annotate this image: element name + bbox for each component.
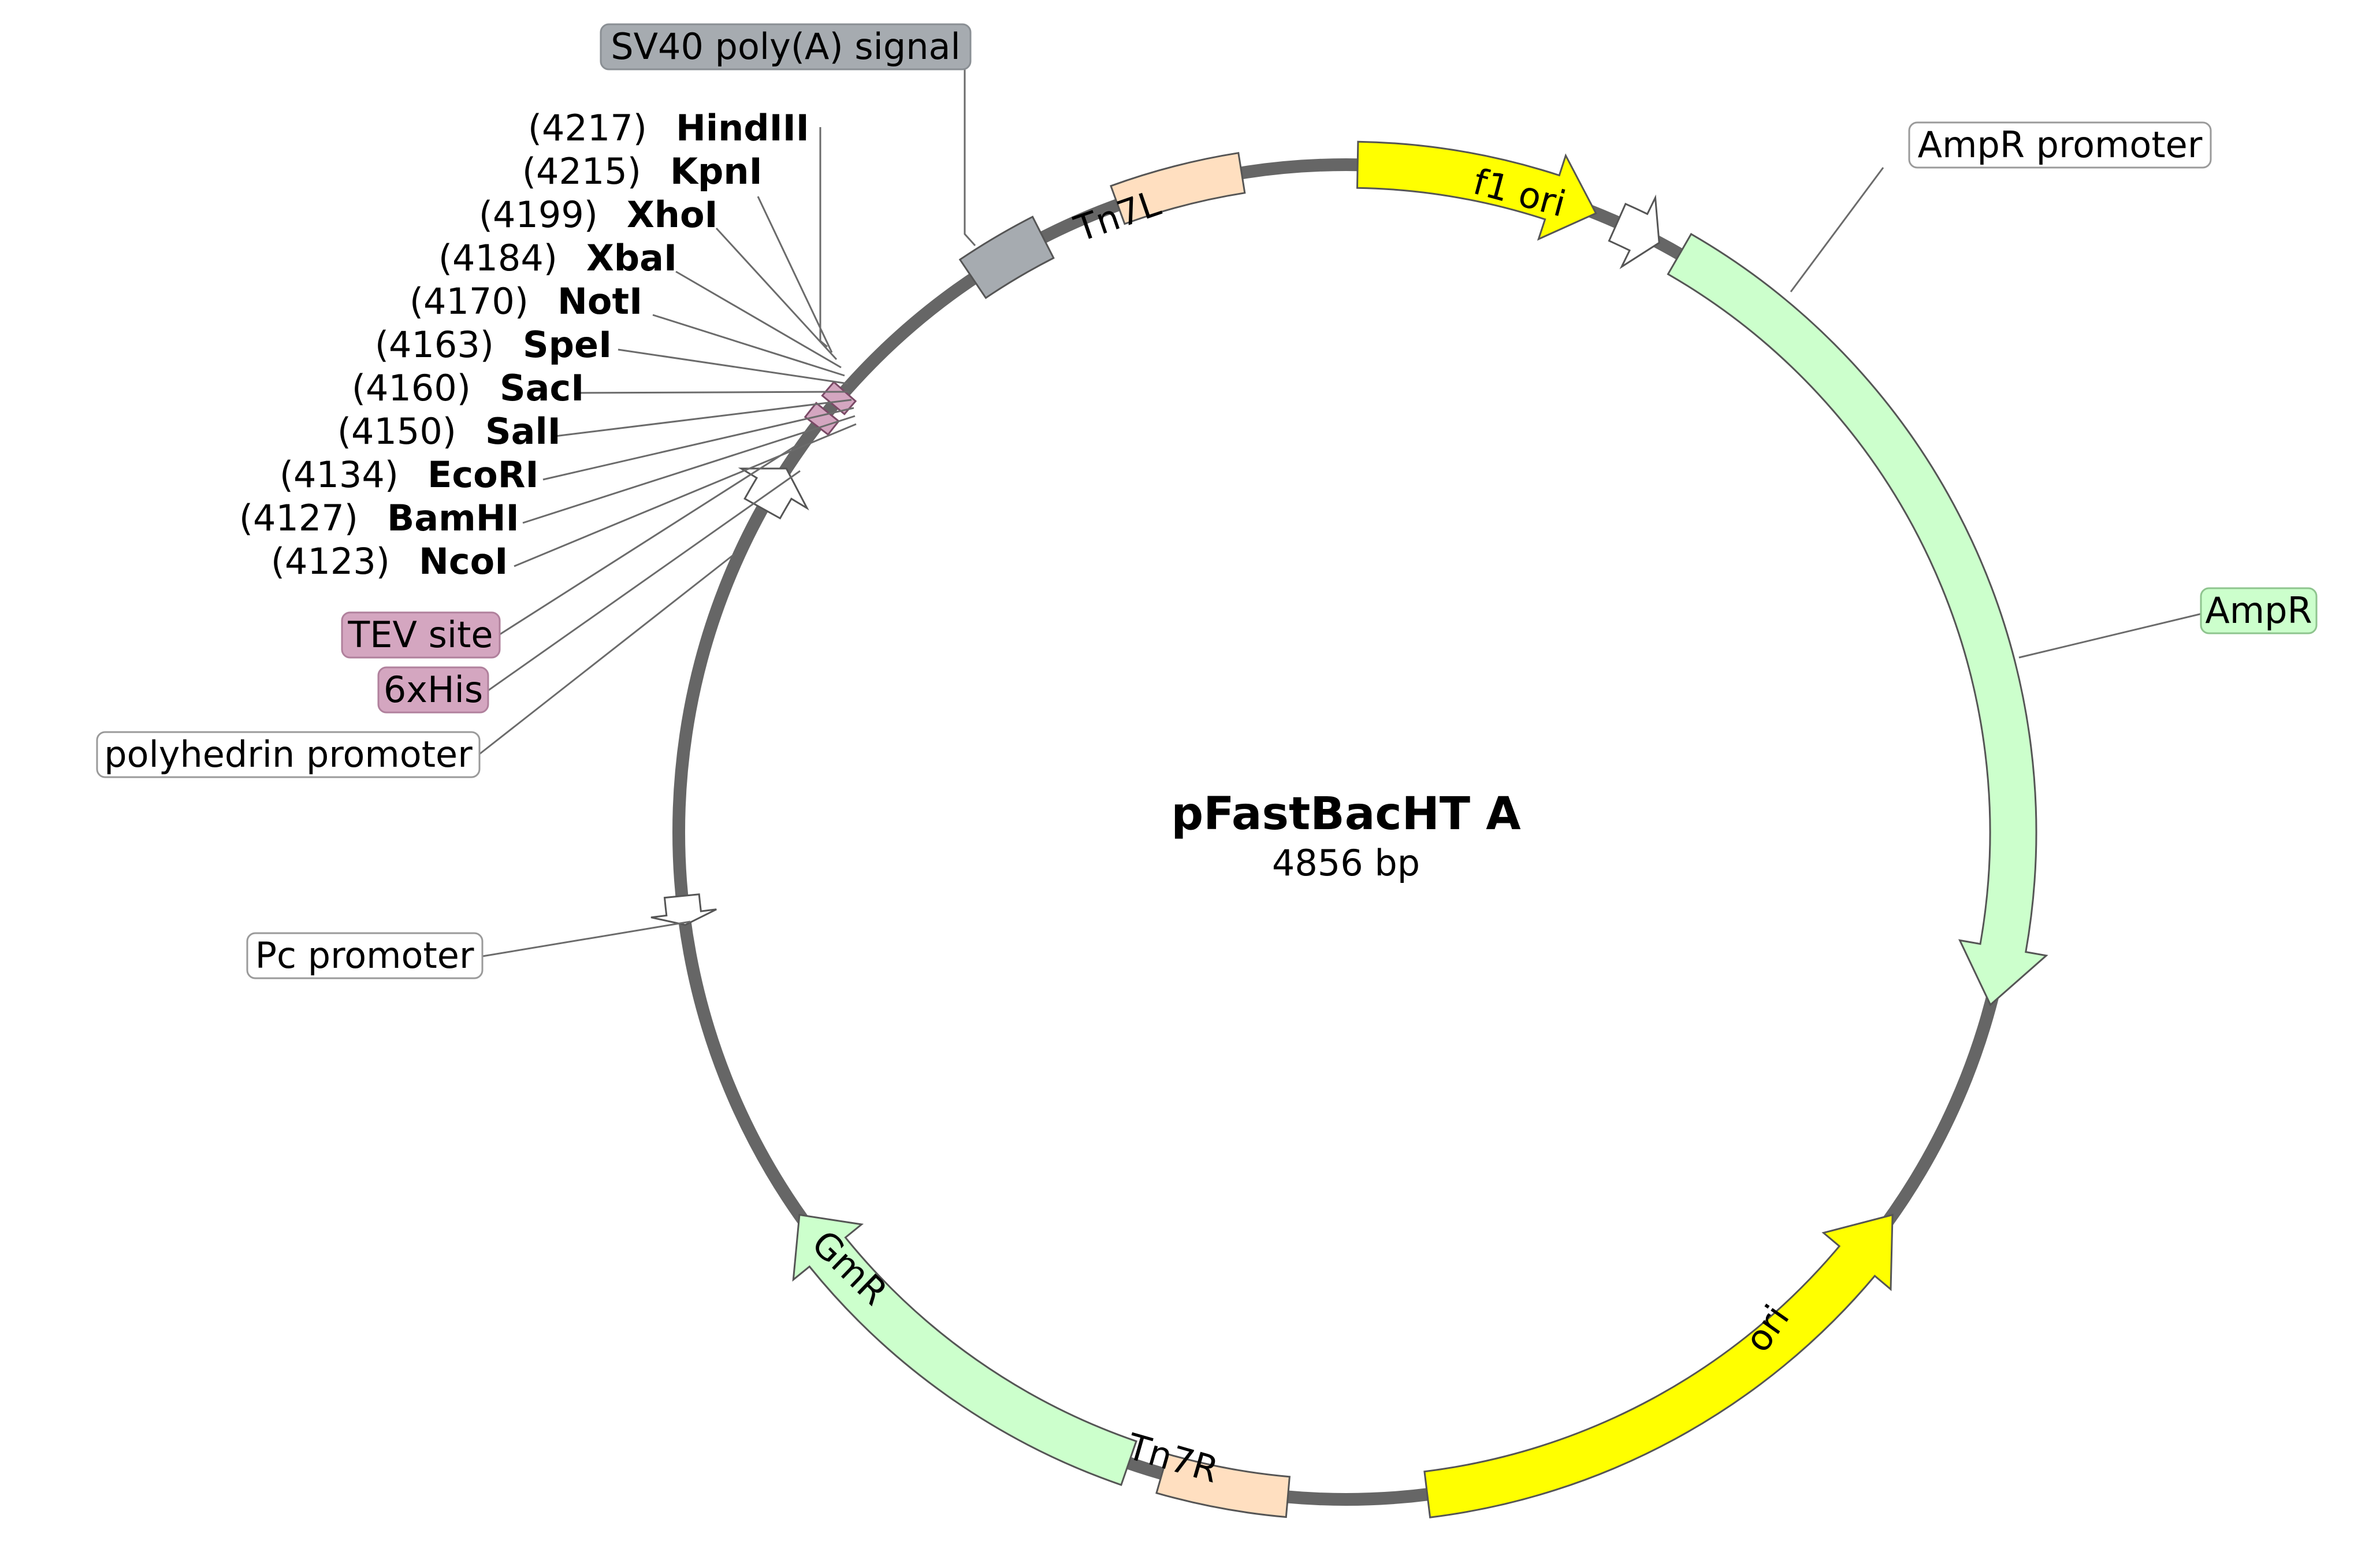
svg-text:HindIII: HindIII <box>676 107 809 149</box>
polyhedrin-promoter-arrow <box>738 467 809 520</box>
site-xbai: (4184) XbaI <box>438 237 677 279</box>
svg-text:SacI: SacI <box>500 367 584 409</box>
svg-text:SV40 poly(A) signal: SV40 poly(A) signal <box>611 25 960 68</box>
svg-text:NcoI: NcoI <box>419 540 508 582</box>
tn7r-box <box>1155 1453 1291 1518</box>
restriction-sites: (4217) HindIII (4215) KpnI (4199) XhoI (… <box>239 107 809 582</box>
svg-text:KpnI: KpnI <box>670 150 763 192</box>
ampr-promoter-arrow <box>1608 194 1660 269</box>
callout-tev-site: TEV site <box>341 611 501 659</box>
sv40-polya-box <box>958 216 1055 299</box>
svg-text:SpeI: SpeI <box>523 324 612 366</box>
site-ecori: (4134) EcoRI <box>280 454 539 496</box>
svg-text:6xHis: 6xHis <box>384 669 483 711</box>
site-leaders <box>514 127 857 567</box>
callout-pc-promoter: Pc promoter <box>246 932 484 979</box>
ori-arrow <box>1423 1213 1894 1518</box>
svg-text:(4215): (4215) <box>522 150 641 192</box>
site-saci: (4160) SacI <box>352 367 584 409</box>
svg-text:Pc promoter: Pc promoter <box>255 934 474 977</box>
plasmid-length: 4856 bp <box>1272 842 1420 884</box>
svg-text:(4150): (4150) <box>337 410 456 452</box>
svg-text:(4134): (4134) <box>280 454 399 496</box>
site-bamhi: (4127) BamHI <box>239 497 519 539</box>
callout-leaders <box>479 69 2207 957</box>
pc-promoter-arrow <box>650 893 717 926</box>
tn7l-box <box>1110 151 1246 225</box>
site-xhoi: (4199) XhoI <box>479 194 718 236</box>
site-ncoi: (4123) NcoI <box>271 540 508 582</box>
callout-ampr: AmpR <box>2200 587 2318 634</box>
feature-layer <box>650 140 2048 1518</box>
ampr-arrow <box>1667 233 2048 1007</box>
svg-text:XhoI: XhoI <box>627 194 718 236</box>
site-noti: (4170) NotI <box>410 280 642 322</box>
svg-text:AmpR: AmpR <box>2205 589 2312 632</box>
svg-text:(4123): (4123) <box>271 540 390 582</box>
svg-text:(4199): (4199) <box>479 194 598 236</box>
site-sali: (4150) SalI <box>337 410 561 452</box>
svg-text:(4163): (4163) <box>375 324 494 366</box>
f1-ori-arrow <box>1356 140 1597 241</box>
svg-text:(4184): (4184) <box>438 237 557 279</box>
callout-polyhedrin-promoter: polyhedrin promoter <box>96 731 481 778</box>
callout-sv40: SV40 poly(A) signal <box>600 23 972 70</box>
svg-text:BamHI: BamHI <box>387 497 519 539</box>
site-spei: (4163) SpeI <box>375 324 612 366</box>
svg-text:(4127): (4127) <box>239 497 358 539</box>
svg-text:SalI: SalI <box>485 410 561 452</box>
svg-text:(4217): (4217) <box>528 107 647 149</box>
callout-ampr-promoter: AmpR promoter <box>1908 121 2212 169</box>
svg-text:AmpR promoter: AmpR promoter <box>1918 124 2203 166</box>
svg-text:EcoRI: EcoRI <box>427 454 539 496</box>
svg-text:polyhedrin promoter: polyhedrin promoter <box>104 733 473 775</box>
plasmid-name: pFastBacHT A <box>1171 788 1520 840</box>
svg-text:NotI: NotI <box>557 280 642 322</box>
site-kpni: (4215) KpnI <box>522 150 763 192</box>
callout-6xhis: 6xHis <box>377 666 489 714</box>
svg-text:TEV site: TEV site <box>347 614 493 656</box>
svg-text:(4160): (4160) <box>352 367 471 409</box>
svg-text:(4170): (4170) <box>410 280 529 322</box>
gmr-arrow <box>792 1213 1137 1486</box>
site-hindiii: (4217) HindIII <box>528 107 809 149</box>
svg-text:XbaI: XbaI <box>586 237 677 279</box>
